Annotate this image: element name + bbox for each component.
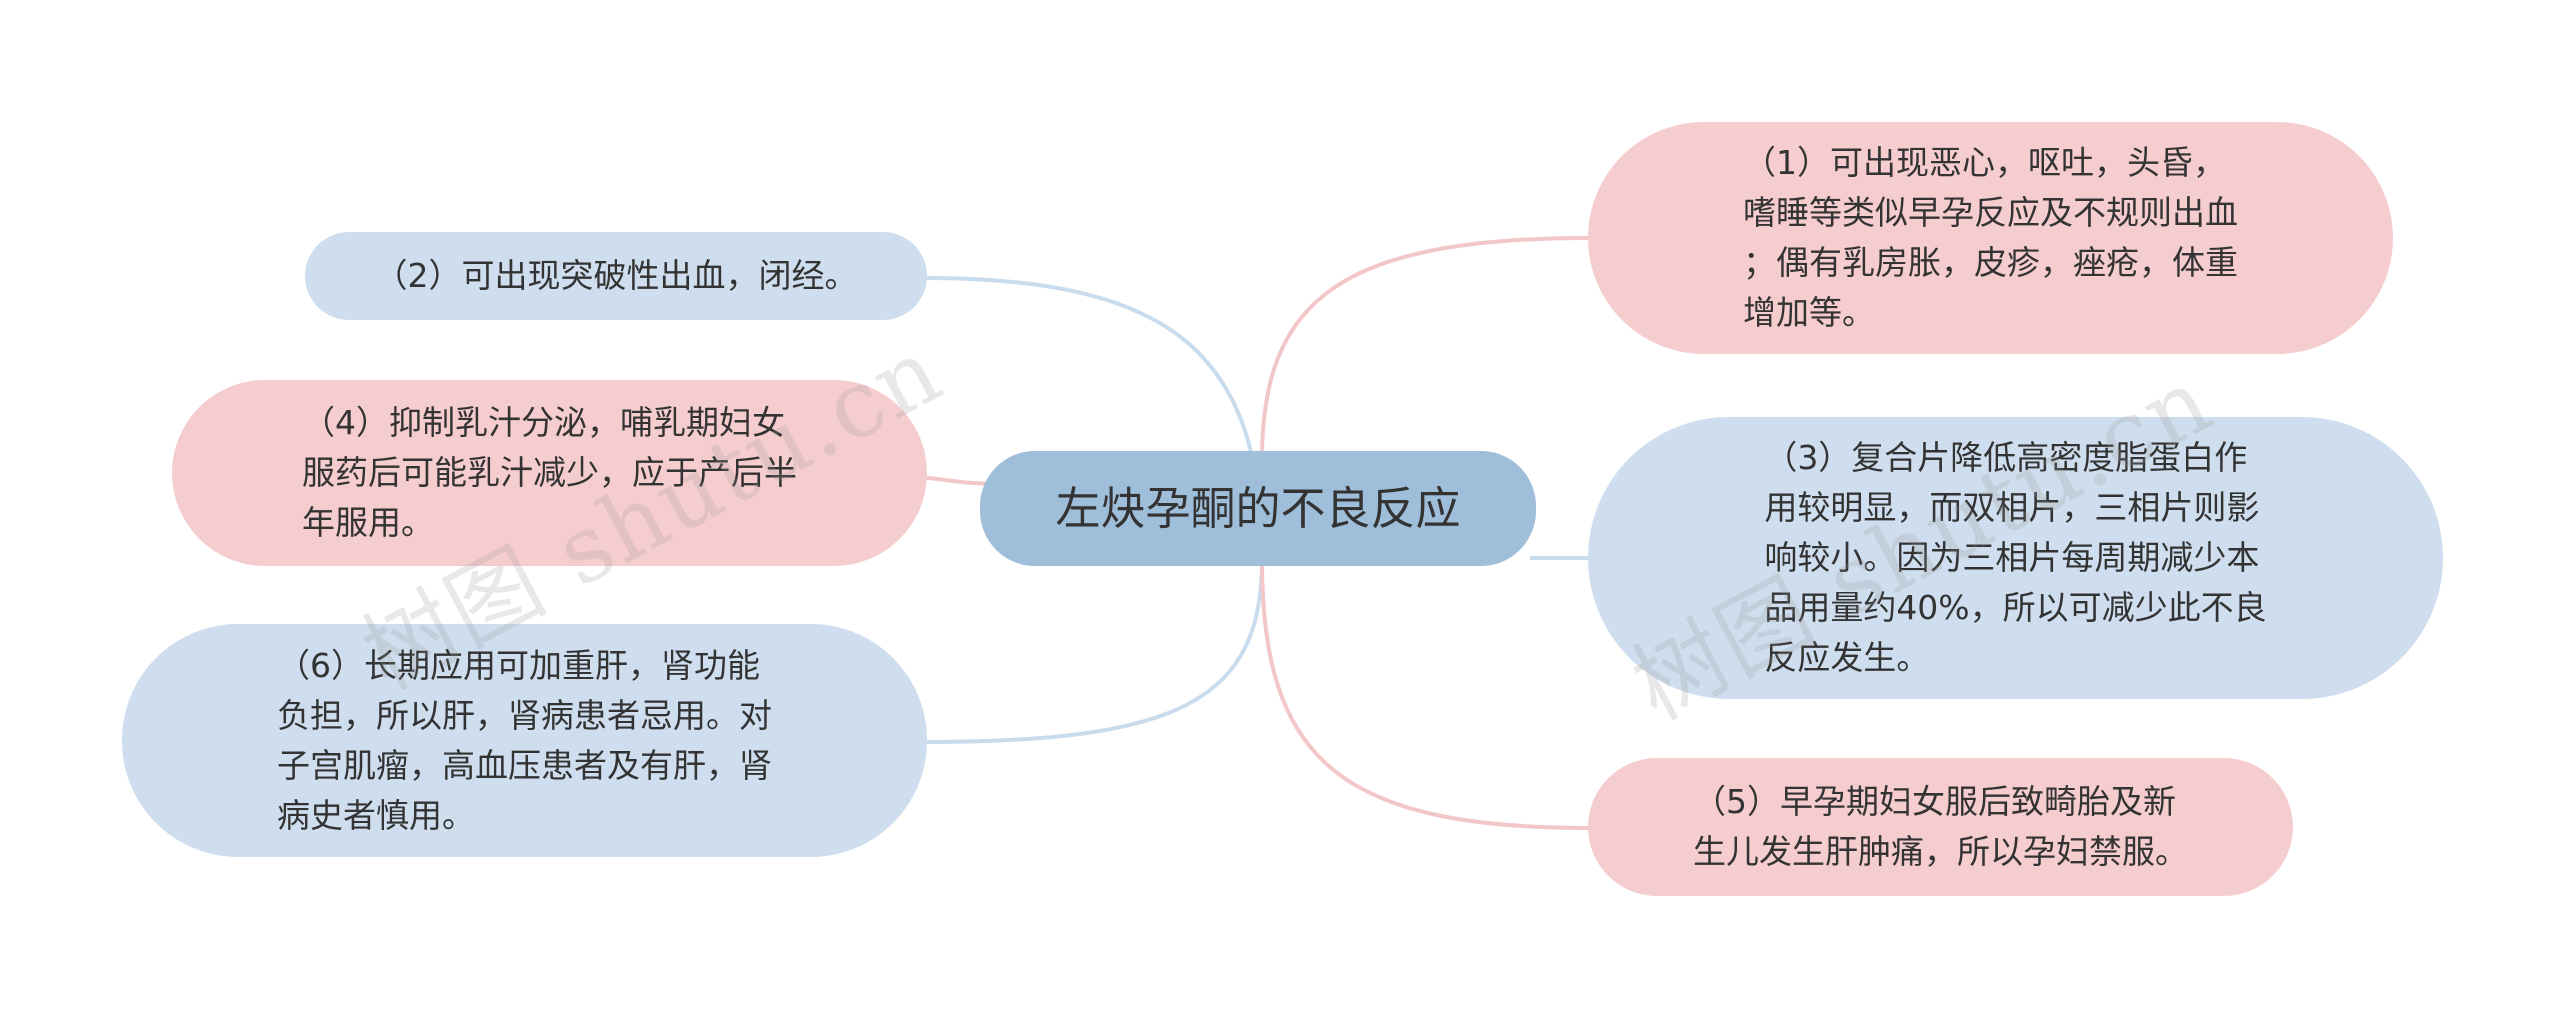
link-center-n5 bbox=[1260, 559, 1591, 830]
topic-node-1[interactable]: （1）可出现恶心，呕吐，头昏， 嗜睡等类似早孕反应及不规则出血 ；偶有乳房胀，皮… bbox=[1588, 122, 2393, 354]
topic-node-3-text: （3）复合片降低高密度脂蛋白作 用较明显，而双相片，三相片则影 响较小。因为三相… bbox=[1764, 438, 2267, 677]
topic-node-5[interactable]: （5）早孕期妇女服后致畸胎及新 生儿发生肝肿痛，所以孕妇禁服。 bbox=[1588, 758, 2293, 896]
topic-node-2[interactable]: （2）可出现突破性出血，闭经。 bbox=[305, 232, 927, 320]
topic-node-3[interactable]: （3）复合片降低高密度脂蛋白作 用较明显，而双相片，三相片则影 响较小。因为三相… bbox=[1588, 417, 2443, 699]
central-topic[interactable]: 左炔孕酮的不良反应 bbox=[980, 451, 1536, 566]
topic-node-5-text: （5）早孕期妇女服后致畸胎及新 生儿发生肝肿痛，所以孕妇禁服。 bbox=[1693, 782, 2188, 871]
topic-node-4[interactable]: （4）抑制乳汁分泌，哺乳期妇女 服药后可能乳汁减少，应于产后半 年服用。 bbox=[172, 380, 927, 566]
topic-node-6[interactable]: （6）长期应用可加重肝，肾功能 负担，所以肝，肾病患者忌用。对 子宫肌瘤，高血压… bbox=[122, 624, 927, 857]
topic-node-4-text: （4）抑制乳汁分泌，哺乳期妇女 服药后可能乳汁减少，应于产后半 年服用。 bbox=[302, 403, 797, 542]
topic-node-6-text: （6）长期应用可加重肝，肾功能 负担，所以肝，肾病患者忌用。对 子宫肌瘤，高血压… bbox=[277, 645, 772, 835]
central-topic-label: 左炔孕酮的不良反应 bbox=[1055, 481, 1461, 535]
link-center-n6 bbox=[924, 559, 1264, 744]
link-center-n1 bbox=[1260, 236, 1591, 461]
topic-node-2-text: （2）可出现突破性出血，闭经。 bbox=[374, 256, 858, 295]
topic-node-1-text: （1）可出现恶心，呕吐，头昏， 嗜睡等类似早孕反应及不规则出血 ；偶有乳房胀，皮… bbox=[1743, 143, 2238, 332]
